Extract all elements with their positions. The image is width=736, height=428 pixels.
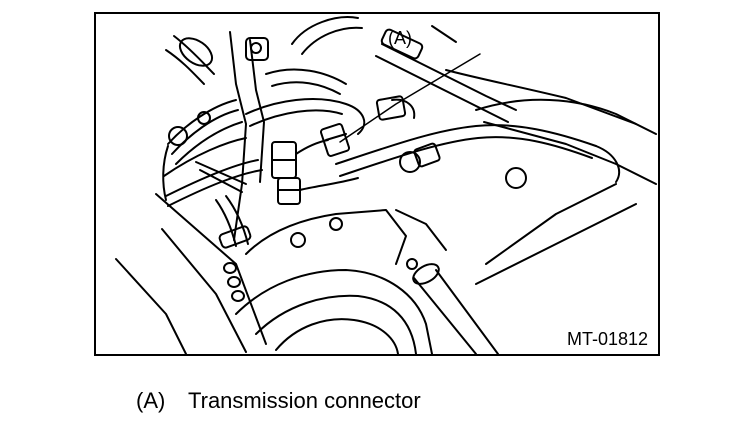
upper-left-hose [165,35,215,85]
legend: (A) Transmission connector [136,388,421,414]
figure-id-label: MT-01812 [564,329,650,350]
transmission-case [235,209,447,354]
engine-bay-line-drawing [115,16,657,354]
figure-frame: MT-01812 [94,12,660,356]
transmission-connector [271,123,359,205]
vertical-bracket [229,31,269,241]
frame-rails [115,193,267,354]
pipe-bundle [162,99,263,207]
long-hose [335,124,621,189]
callout-label-a: (A) [388,28,412,48]
upper-right-tube [375,25,637,125]
legend-key: (A) [136,388,166,413]
bolt-stack [223,262,245,302]
harness-clip [215,195,252,249]
right-body-panel [475,98,657,285]
legend-text: Transmission connector [188,388,421,413]
shift-rod [406,258,499,354]
wiring-harness [245,16,366,135]
